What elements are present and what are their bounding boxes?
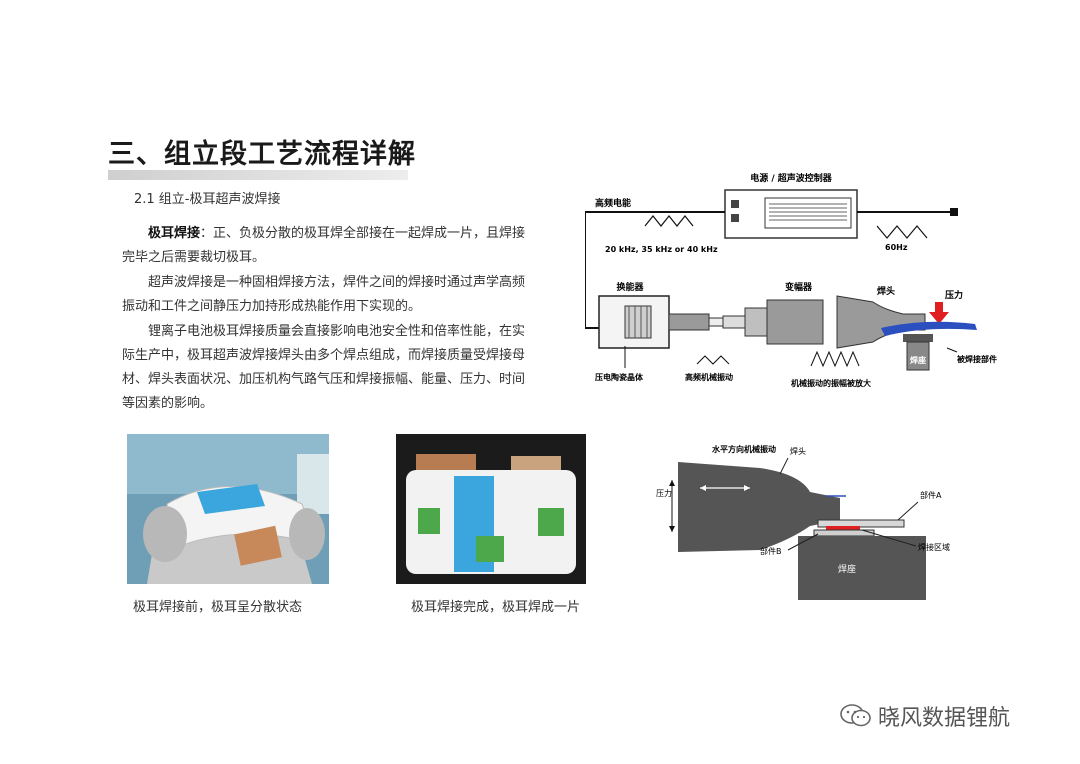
transducer-label: 换能器 — [616, 281, 644, 293]
booster — [766, 299, 824, 345]
horn-label: 焊头 — [877, 285, 895, 297]
caption-before: 极耳焊接前，极耳呈分散状态 — [133, 600, 303, 615]
title-underline — [108, 170, 408, 180]
workpiece-label: 被焊接部件 — [957, 354, 997, 364]
wechat-icon — [840, 704, 871, 727]
paragraph-ultrasonic: 超声波焊接是一种固相焊接方法，焊件之间的焊接时通过声学高频振动和工件之间静压力加… — [122, 275, 526, 314]
horizontal-vibration-label: 水平方向机械振动 — [711, 444, 776, 454]
weld-zone-label: 焊接区域 — [918, 542, 950, 552]
anvil-label: 焊座 — [910, 355, 926, 365]
paragraph-tab-welding: 极耳焊接：正、负极分散的极耳焊全部接在一起焊成一片，且焊接完毕之后需要裁切极耳。 — [122, 222, 532, 270]
paragraph-1-text: ：正、负极分散的极耳焊全部接在一起焊成一片，且焊接完毕之后需要裁切极耳。 — [122, 226, 526, 265]
section-subtitle: 2.1 组立-极耳超声波焊接 — [134, 192, 281, 207]
booster-label: 变幅器 — [785, 281, 813, 293]
ultrasonic-system-diagram: 电源 / 超声波控制器 高频电能 20 kHz, 35 kHz or 40 kH… — [585, 172, 997, 388]
pressure-arrow — [929, 302, 949, 324]
piezo-label: 压电陶瓷晶体 — [595, 372, 644, 382]
photo-before-welding — [127, 434, 329, 584]
horn — [836, 295, 926, 349]
hf-energy-label: 高频电能 — [595, 197, 631, 209]
anvil-section — [798, 536, 926, 600]
page-title: 三、组立段工艺流程详解 — [108, 139, 416, 170]
watermark: 晓风数据锂航 — [840, 700, 1010, 732]
frequency-label: 20 kHz, 35 kHz or 40 kHz — [605, 245, 718, 254]
part-a-label: 部件A — [920, 490, 942, 500]
hf-vibration-label: 高频机械振动 — [685, 372, 733, 382]
photo-after-welding — [396, 434, 586, 584]
anvil-label-2: 焊座 — [838, 563, 856, 575]
weld-zone — [826, 526, 860, 531]
amplified-label: 机械振动的振幅被放大 — [791, 378, 871, 388]
horn-label-2: 焊头 — [790, 446, 806, 456]
pressure-label: 压力 — [945, 289, 963, 301]
pressure-label-2: 压力 — [656, 488, 672, 498]
paragraph-quality: 锂离子电池极耳焊接质量会直接影响电池安全性和倍率性能，在实际生产中，极耳超声波焊… — [122, 324, 526, 411]
horn-section — [678, 462, 840, 552]
workpiece — [881, 321, 977, 336]
caption-after: 极耳焊接完成，极耳焊成一片 — [411, 600, 581, 615]
body-text: 极耳焊接：正、负极分散的极耳焊全部接在一起焊成一片，且焊接完毕之后需要裁切极耳。… — [122, 222, 532, 417]
term-tab-welding: 极耳焊接 — [148, 226, 201, 241]
part-b-label: 部件B — [760, 546, 782, 556]
mains-label: 60Hz — [885, 243, 908, 252]
controller-label: 电源 / 超声波控制器 — [750, 172, 833, 184]
weld-zone-diagram: 水平方向机械振动 焊头 压力 焊座 部件A 部件B 焊接区域 — [656, 444, 950, 600]
anvil — [906, 341, 930, 371]
watermark-text: 晓风数据锂航 — [878, 706, 1011, 731]
